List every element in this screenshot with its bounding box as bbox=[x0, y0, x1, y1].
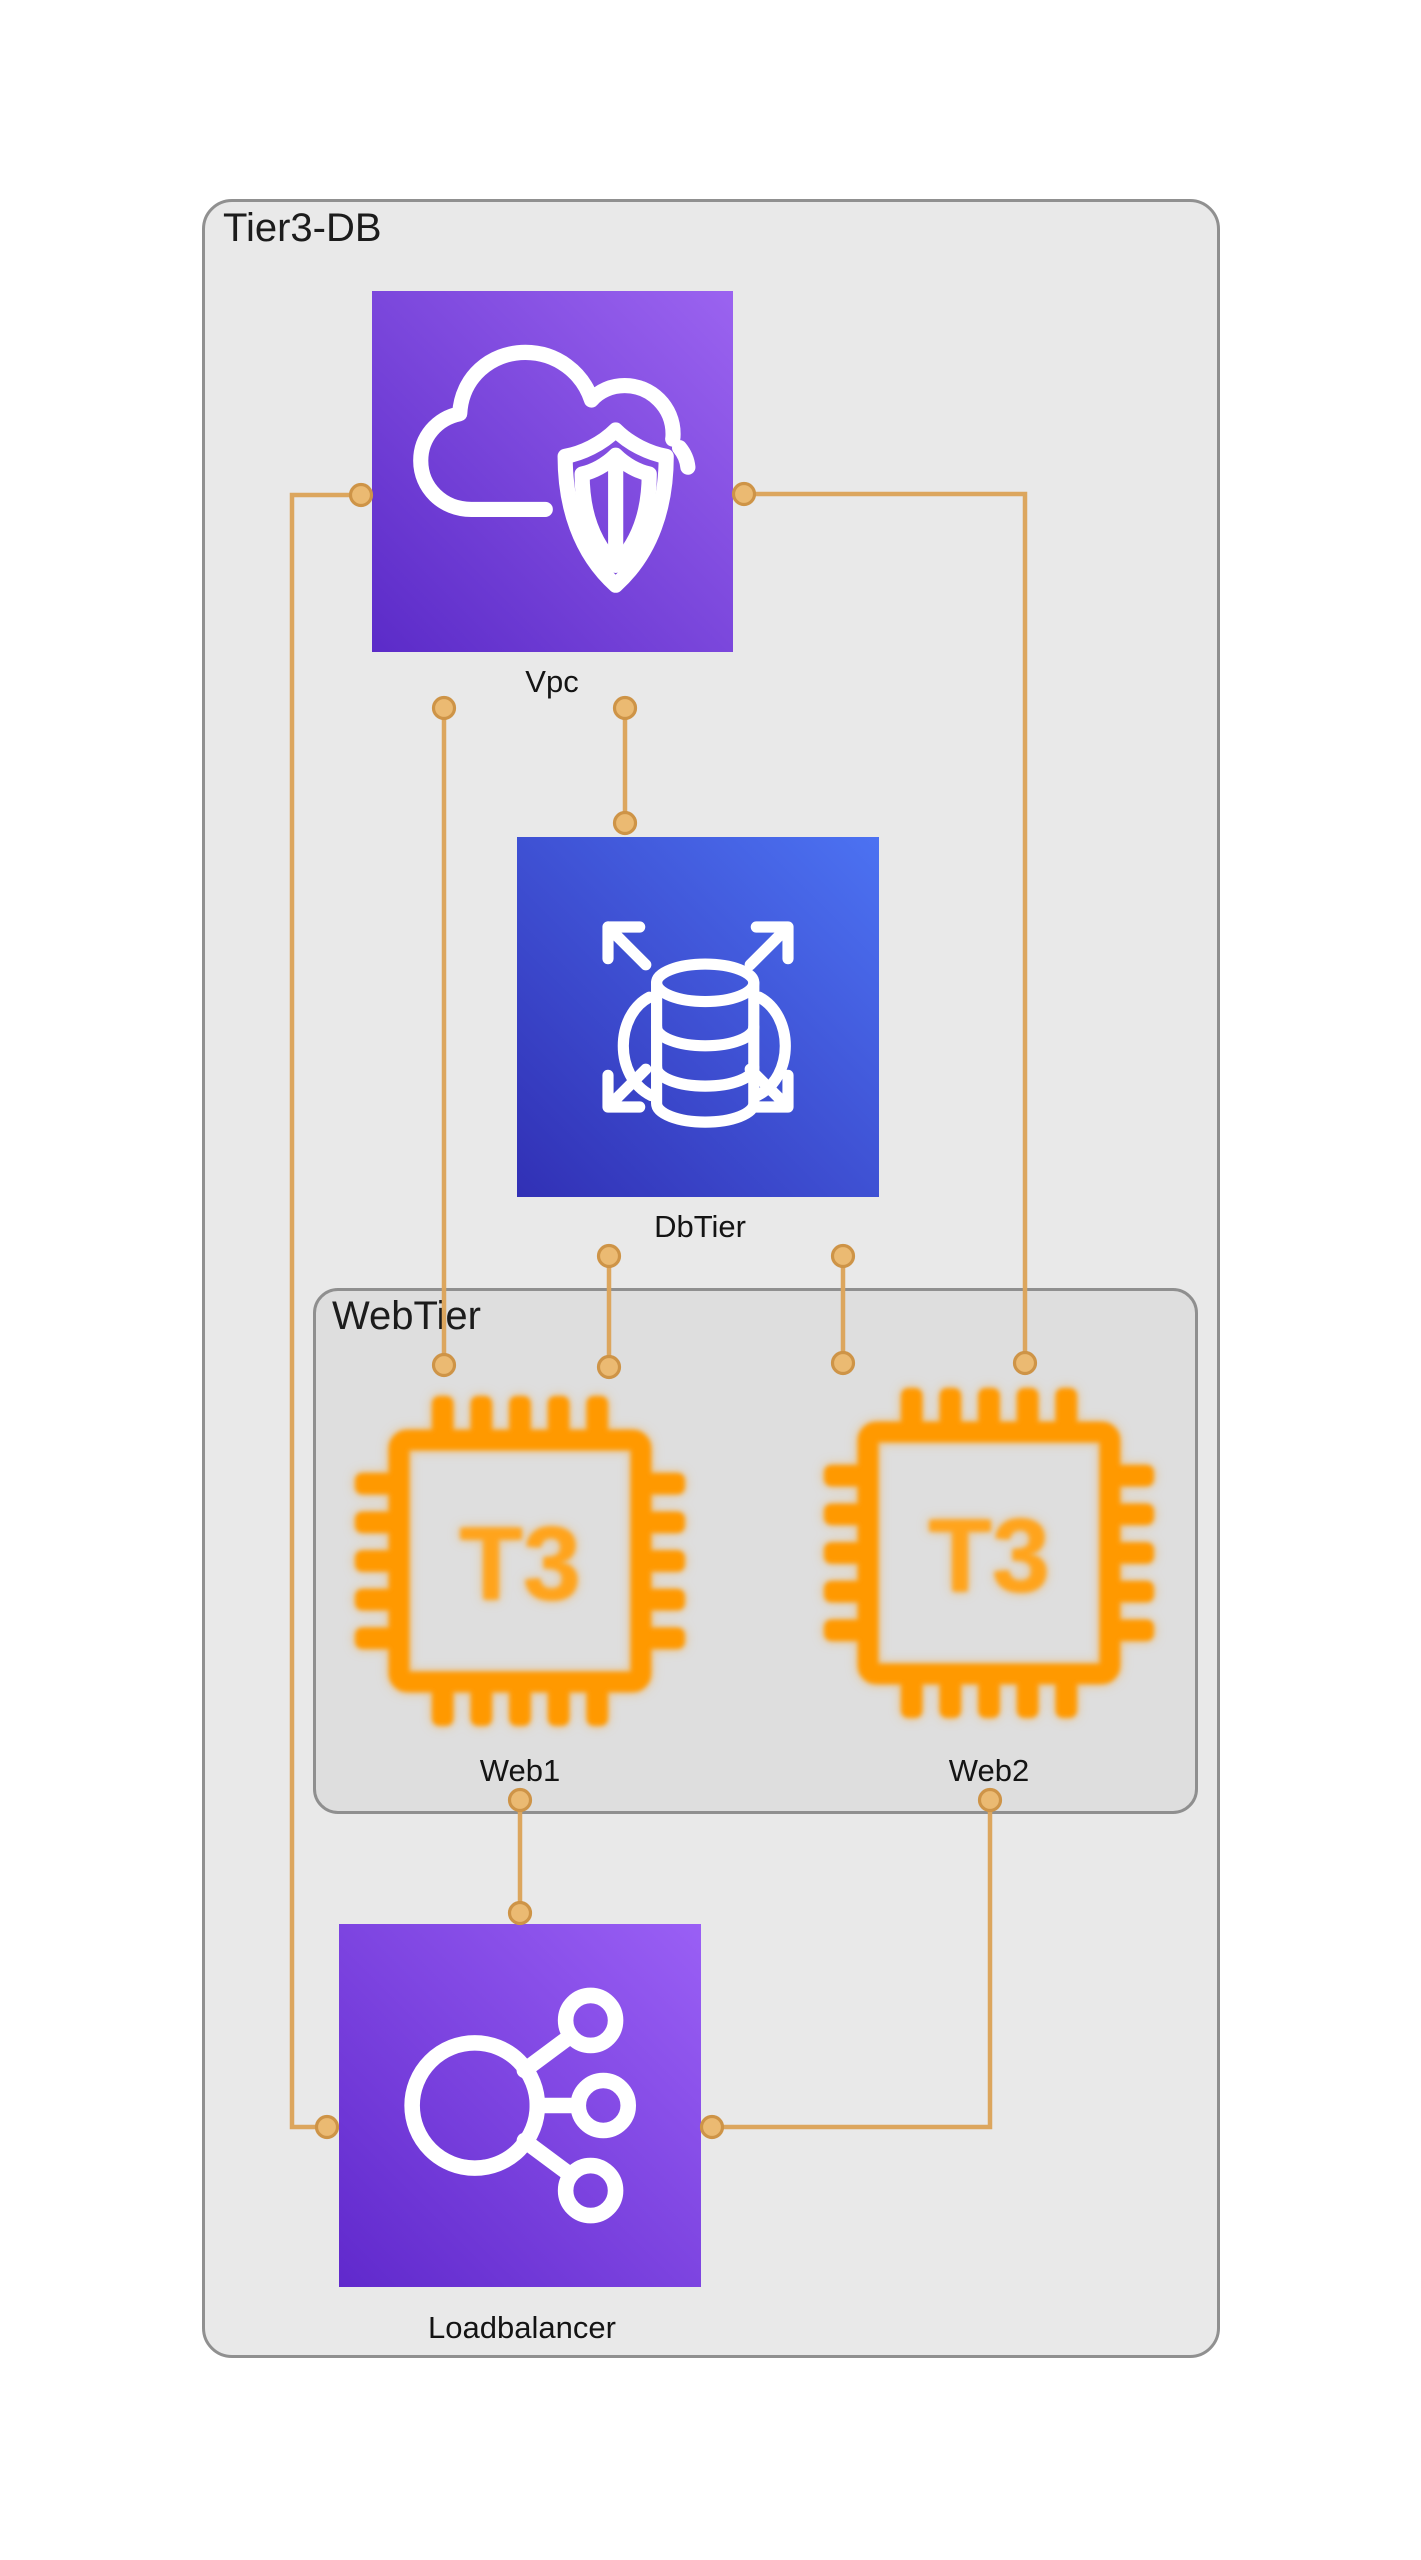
edge-vpc-web2 bbox=[744, 491, 1028, 1363]
node-web2-label: Web2 bbox=[948, 1753, 1030, 1788]
cluster-tier3-db-label: Tier3-DB bbox=[223, 206, 382, 250]
edge-endpoint-dot bbox=[507, 1787, 533, 1813]
edge-web2-loadbalancer bbox=[712, 1800, 993, 2130]
edge-endpoint-dot bbox=[830, 1350, 856, 1376]
node-web2: T3 bbox=[821, 1385, 1157, 1721]
node-web1-label: Web1 bbox=[479, 1753, 561, 1788]
ec2-t3-instance-icon: T3 bbox=[824, 1388, 1154, 1718]
edge-endpoint-dot bbox=[348, 482, 374, 508]
node-vpc bbox=[372, 291, 733, 652]
edge-endpoint-dot bbox=[1012, 1350, 1038, 1376]
node-loadbalancer-label: Loadbalancer bbox=[428, 2310, 616, 2345]
cluster-webtier bbox=[313, 1288, 1198, 1814]
edge-endpoint-dot bbox=[699, 2114, 725, 2140]
vpc-cloud-shield-icon bbox=[413, 344, 696, 593]
t3-instance-type-text: T3 bbox=[459, 1507, 581, 1623]
node-loadbalancer bbox=[339, 1924, 701, 2287]
edge-endpoint-dot bbox=[431, 1352, 457, 1378]
edge-endpoint-dot bbox=[596, 1354, 622, 1380]
edge-endpoint-dot bbox=[731, 481, 757, 507]
node-dbtier bbox=[517, 837, 879, 1197]
edge-endpoint-dot bbox=[431, 695, 457, 721]
edge-endpoint-dot bbox=[596, 1243, 622, 1269]
edge-endpoint-dot bbox=[314, 2114, 340, 2140]
edge-endpoint-dot bbox=[612, 810, 638, 836]
node-dbtier-label: DbTier bbox=[654, 1209, 746, 1244]
node-web1: T3 bbox=[352, 1393, 688, 1729]
edge-endpoint-dot bbox=[507, 1900, 533, 1926]
edge-endpoint-dot bbox=[830, 1243, 856, 1269]
edge-endpoint-dot bbox=[612, 695, 638, 721]
edge-vpc-loadbalancer bbox=[289, 492, 361, 2130]
elastic-load-balancer-icon bbox=[404, 1987, 637, 2224]
t3-instance-type-text: T3 bbox=[928, 1499, 1050, 1615]
database-scaling-icon bbox=[602, 921, 794, 1128]
node-vpc-label: Vpc bbox=[525, 664, 579, 699]
edge-endpoint-dot bbox=[977, 1787, 1003, 1813]
cluster-webtier-label: WebTier bbox=[332, 1294, 481, 1338]
ec2-t3-instance-icon: T3 bbox=[355, 1396, 685, 1726]
